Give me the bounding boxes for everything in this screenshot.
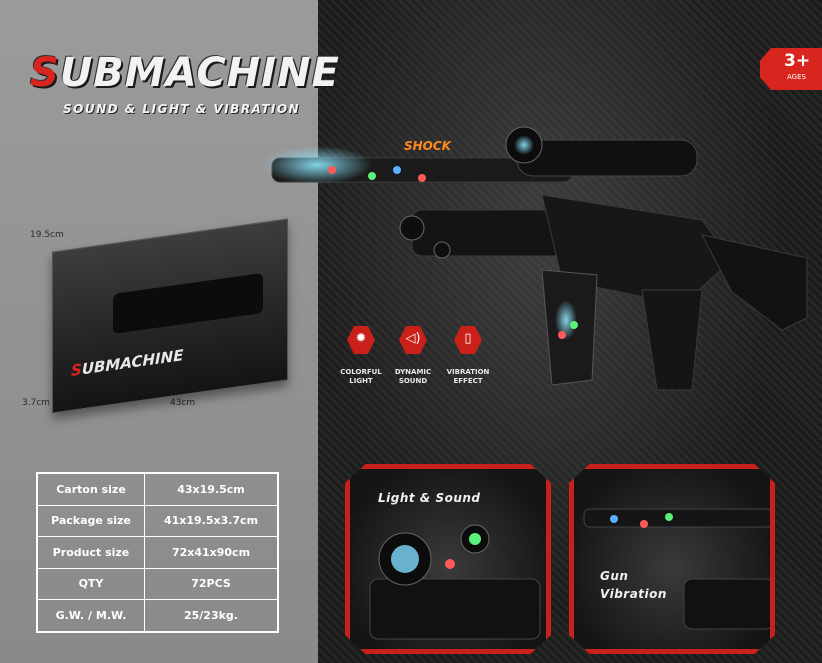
title-first-letter: S bbox=[30, 50, 60, 96]
feature-label: SOUND bbox=[398, 377, 428, 385]
product-title: SUBMACHINE bbox=[30, 50, 340, 96]
box-title-rest: UBMACHINE bbox=[81, 346, 184, 379]
spec-value: 72x41x90cm bbox=[144, 536, 279, 569]
spec-label: G.W. / M.W. bbox=[36, 599, 145, 632]
table-row: Carton size 43x19.5cm bbox=[36, 472, 279, 506]
feature-label: EFFECT bbox=[453, 377, 483, 385]
box-gun-image bbox=[113, 272, 263, 335]
spec-label: QTY bbox=[36, 567, 145, 600]
box-title-first-letter: S bbox=[71, 360, 82, 380]
spec-label: Package size bbox=[36, 504, 145, 537]
box-width-label: 43cm bbox=[170, 398, 196, 408]
bulb-icon: ✹ bbox=[347, 326, 375, 354]
inset-label: Light & Sound bbox=[378, 491, 481, 505]
box-depth-label: 3.7cm bbox=[22, 398, 51, 408]
table-row: G.W. / M.W. 25/23kg. bbox=[36, 599, 279, 632]
product-subtitle: SOUND & LIGHT & VIBRATION bbox=[63, 102, 301, 116]
spec-label: Carton size bbox=[36, 472, 145, 506]
age-badge: 3+ AGES bbox=[760, 48, 822, 90]
table-row: Package size 41x19.5x3.7cm bbox=[36, 504, 279, 537]
spec-value: 25/23kg. bbox=[144, 599, 279, 632]
package-box-image: SUBMACHINE bbox=[52, 218, 288, 414]
age-value: 3+ bbox=[784, 51, 811, 71]
spec-table: Carton size 43x19.5cm Package size 41x19… bbox=[36, 472, 279, 633]
feature-label: COLORFUL bbox=[340, 368, 382, 376]
feature-label: DYNAMIC bbox=[394, 368, 432, 376]
age-label: AGES bbox=[787, 73, 806, 81]
box-height-label: 19.5cm bbox=[30, 230, 64, 240]
inset-label-line: Vibration bbox=[600, 587, 667, 601]
spec-value: 41x19.5x3.7cm bbox=[144, 504, 279, 537]
box-title: SUBMACHINE bbox=[71, 346, 183, 380]
speaker-icon: ◁) bbox=[399, 326, 427, 354]
title-rest: UBMACHINE bbox=[59, 50, 340, 96]
spec-label: Product size bbox=[36, 536, 145, 569]
spec-value: 72PCS bbox=[144, 567, 279, 600]
light-sound-inset: Light & Sound bbox=[345, 464, 551, 654]
table-row: QTY 72PCS bbox=[36, 567, 279, 600]
inset-label-line: Gun bbox=[600, 569, 629, 583]
light-sound-closeup-image bbox=[369, 524, 541, 640]
vibration-icon: ▯ bbox=[454, 326, 482, 354]
shock-banner: SHOCK bbox=[404, 139, 451, 153]
table-row: Product size 72x41x90cm bbox=[36, 536, 279, 569]
spec-value: 43x19.5cm bbox=[144, 472, 279, 506]
gun-vibration-closeup-image bbox=[583, 508, 770, 630]
toy-gun-image bbox=[262, 126, 808, 391]
feature-label: VIBRATION bbox=[446, 368, 490, 376]
feature-label: LIGHT bbox=[349, 377, 373, 385]
